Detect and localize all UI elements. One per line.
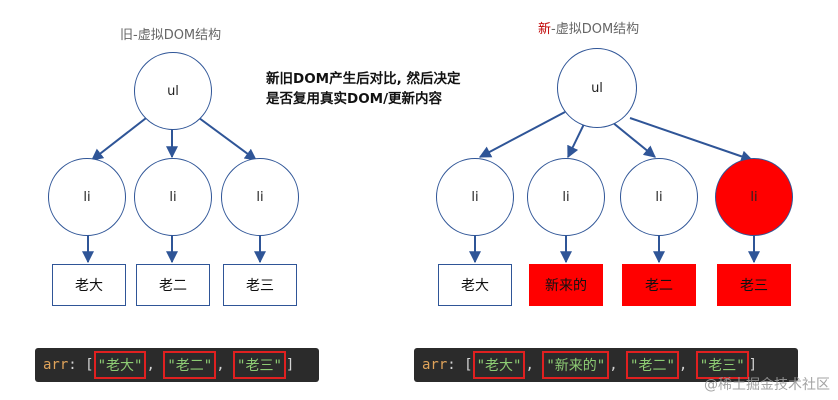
old-root-node: ul xyxy=(134,52,212,130)
new-array-open: [ xyxy=(464,357,473,373)
new-li-node-1: li xyxy=(436,158,514,236)
new-text-node-2-highlighted: 新来的 xyxy=(529,264,603,306)
old-tree-title: 旧-虚拟DOM结构 xyxy=(120,28,222,43)
old-text-node-1: 老大 xyxy=(52,264,126,306)
new-title-rest: -虚拟DOM结构 xyxy=(551,22,640,37)
new-text-node-3-highlighted: 老二 xyxy=(622,264,696,306)
old-text-node-2: 老二 xyxy=(136,264,210,306)
old-li-node-3: li xyxy=(221,158,299,236)
new-array-colon: : xyxy=(447,357,456,373)
new-edge-root-li2 xyxy=(567,121,586,159)
old-li-node-1: li xyxy=(48,158,126,236)
new-array-value-1: "老大" xyxy=(472,351,526,379)
old-array-var: arr xyxy=(43,357,69,373)
old-array-space xyxy=(77,357,85,373)
new-text-node-4-highlighted: 老三 xyxy=(717,264,791,306)
new-array-code: arr: ["老大", "新来的", "老二", "老三"] xyxy=(414,348,798,382)
new-array-value-2: "新来的" xyxy=(542,351,610,379)
new-array-close: ] xyxy=(748,357,758,373)
new-array-space xyxy=(456,357,464,373)
new-array-value-3: "老二" xyxy=(626,351,679,379)
new-array-value-4: "老三" xyxy=(695,351,749,379)
new-tree-title: 新-虚拟DOM结构 xyxy=(538,18,639,37)
old-edge-root-li3 xyxy=(194,114,257,161)
new-li-node-4-highlighted: li xyxy=(715,158,793,236)
new-edge-root-li1 xyxy=(478,111,566,158)
new-li-node-3: li xyxy=(620,158,698,236)
new-text-node-1: 老大 xyxy=(438,264,512,306)
old-edge-root-li1 xyxy=(91,114,151,161)
new-array-comma-3: , xyxy=(678,357,696,373)
watermark: @稀土掘金技术社区 xyxy=(704,377,830,393)
new-title-highlight: 新 xyxy=(538,22,552,37)
new-edge-root-li3 xyxy=(611,121,656,158)
new-li-node-2: li xyxy=(527,158,605,236)
old-array-colon: : xyxy=(68,357,77,373)
old-array-value-3: "老三" xyxy=(233,351,286,379)
old-text-node-3: 老三 xyxy=(223,264,297,306)
new-array-comma-2: , xyxy=(609,357,627,373)
old-array-value-2: "老二" xyxy=(163,351,217,379)
old-array-close: ] xyxy=(285,357,295,373)
note-line-2: 是否复用真实DOM/更新内容 xyxy=(266,91,443,107)
new-array-comma-1: , xyxy=(525,357,543,373)
old-array-code: arr: ["老大", "老二", "老三"] xyxy=(35,348,319,382)
old-li-node-2: li xyxy=(134,158,212,236)
new-array-var: arr xyxy=(422,357,448,373)
old-array-comma-1: , xyxy=(146,357,164,373)
note-line-1: 新旧DOM产生后对比, 然后决定 xyxy=(266,71,461,87)
old-array-comma-2: , xyxy=(216,357,234,373)
old-array-open: [ xyxy=(85,357,94,373)
new-edge-root-li4 xyxy=(629,117,754,163)
new-root-node: ul xyxy=(557,48,637,128)
old-array-value-1: "老大" xyxy=(93,351,147,379)
comparison-note: 新旧DOM产生后对比, 然后决定 是否复用真实DOM/更新内容 xyxy=(266,69,460,109)
